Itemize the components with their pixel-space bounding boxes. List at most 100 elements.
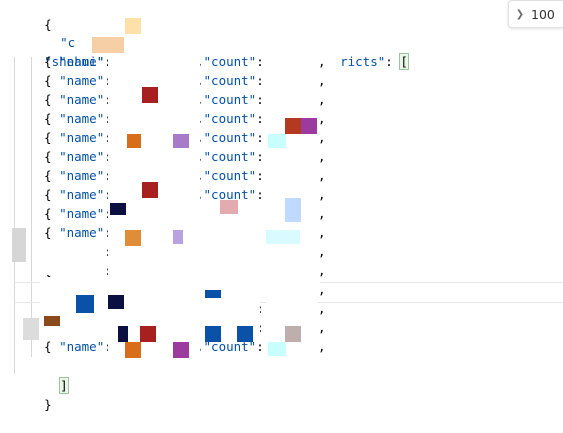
name-key: "name": [59, 73, 105, 88]
list-item-end: ,: [318, 339, 326, 354]
redaction-block: [173, 230, 183, 244]
redaction-block: [268, 342, 286, 356]
redaction-block: [301, 118, 317, 134]
name-key: "name": [59, 92, 105, 107]
redaction-mask: [108, 52, 200, 71]
redaction-block: [140, 326, 156, 342]
name-key: "name": [59, 54, 105, 69]
code-line: }: [14, 376, 52, 412]
redaction-mask: [108, 109, 200, 128]
count-key: "count": [203, 187, 257, 202]
zoom-level: 100: [531, 6, 555, 22]
list-item: { "name":: [44, 73, 112, 88]
redaction-block: [237, 326, 253, 342]
redaction-block: [142, 87, 158, 103]
indent-guide: [31, 57, 32, 357]
redaction-mask: [108, 166, 200, 185]
name-key: "name": [59, 149, 105, 164]
redaction-block: [285, 118, 301, 134]
redaction-mask: [108, 204, 200, 223]
redaction-block: [205, 290, 221, 298]
redaction-mask: [108, 71, 200, 90]
redaction-block: [142, 182, 158, 198]
code-line: {: [14, 0, 52, 32]
list-item-end: ,: [318, 73, 326, 88]
close-brace: }: [44, 397, 52, 412]
name-key: "name": [59, 225, 105, 240]
redaction-block: [285, 198, 301, 222]
indent-guide: [14, 57, 15, 374]
list-item-end: ,: [318, 301, 326, 316]
count-key: "count": [203, 92, 257, 107]
count-key: "count": [203, 111, 257, 126]
list-item-count: ,"count":: [196, 111, 264, 126]
count-key: "count": [203, 130, 257, 145]
redaction-mask: [36, 240, 106, 275]
redaction-block: [110, 203, 126, 215]
list-item-end: ,: [318, 92, 326, 107]
close-bracket: ]: [59, 377, 69, 394]
list-item-end: ,: [318, 168, 326, 183]
redaction-block: [268, 134, 286, 148]
name-key: "name": [59, 339, 105, 354]
name-key: "name": [59, 130, 105, 145]
list-item: { "name":: [44, 225, 112, 240]
shehui-key: "shehui": [44, 54, 105, 69]
list-item: { "name":: [44, 187, 112, 202]
list-item: { "name":: [44, 92, 112, 107]
redaction-mask: [76, 33, 308, 52]
list-item-end: ,: [318, 54, 326, 69]
redaction-mask: [108, 147, 200, 166]
redaction-mask: [108, 242, 200, 261]
name-key: "name": [59, 168, 105, 183]
list-item: { "name":: [44, 130, 112, 145]
redaction-block: [108, 295, 124, 309]
redaction-block: [127, 134, 141, 148]
list-item-count: ,"count":: [196, 54, 264, 69]
redaction-block: [285, 326, 301, 342]
redaction-mask: [108, 223, 200, 242]
count-key: "count": [203, 73, 257, 88]
list-item-end: ,: [318, 111, 326, 126]
redaction-block: [125, 230, 141, 246]
count-key: "count": [203, 54, 257, 69]
redaction-block: [92, 37, 124, 53]
redaction-block: [205, 326, 221, 342]
list-item-count: ,"count":: [196, 130, 264, 145]
count-key: "count": [203, 168, 257, 183]
redaction-block: [173, 134, 189, 148]
redaction-block: [125, 18, 141, 34]
redaction-block: [220, 200, 238, 214]
code-line-end: ,: [143, 14, 181, 50]
zoom-control[interactable]: ❯ 100: [508, 0, 563, 28]
redaction-block: [76, 295, 94, 313]
code-line: ricts": [: [340, 53, 409, 70]
code-line: ]: [30, 357, 69, 394]
list-item-end: ,: [318, 282, 326, 297]
redaction-block: [23, 318, 39, 340]
list-item-count: ,"count":: [196, 149, 264, 164]
districts-key-tail: ricts": [340, 54, 386, 69]
list-item: { "name":: [44, 54, 112, 69]
list-item: { "name":: [44, 339, 112, 354]
open-brace: {: [44, 17, 52, 32]
json-editor[interactable]: { "count": , "shehui": ricts": [ { "name…: [0, 0, 563, 421]
list-item-count: ,"count":: [196, 92, 264, 107]
redaction-mask: [108, 261, 200, 280]
list-item-end: ,: [318, 320, 326, 335]
list-item-end: ,: [318, 130, 326, 145]
list-item: { "name":: [44, 149, 112, 164]
list-item: { "name":: [44, 206, 112, 221]
redaction-block: [44, 316, 60, 326]
list-item-count: ,"count":: [196, 168, 264, 183]
redaction-block: [266, 230, 300, 244]
list-item-end: ,: [318, 244, 326, 259]
open-bracket: [: [399, 53, 409, 70]
list-item: { "name":: [44, 168, 112, 183]
list-item-end: ,: [318, 187, 326, 202]
redaction-block: [12, 228, 26, 262]
redaction-block: [125, 342, 141, 358]
list-item-end: ,: [318, 225, 326, 240]
chevron-right-icon[interactable]: ❯: [515, 8, 525, 20]
list-item-end: ,: [318, 206, 326, 221]
